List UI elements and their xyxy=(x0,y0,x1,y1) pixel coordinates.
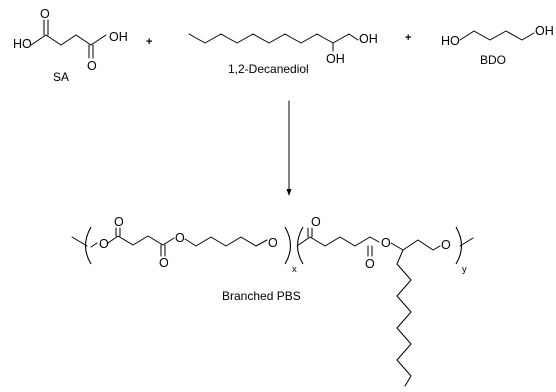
pbs-unit-x-entry-bond xyxy=(90,242,98,248)
sa-right-hydroxyl: OH xyxy=(109,30,128,44)
pbs-repeat-x-subscript: x xyxy=(292,264,297,275)
bdo-right-hydroxyl: OH xyxy=(535,24,554,38)
pbs-succinate-chain-1 xyxy=(107,235,175,246)
pbs-succinate-chain-2 xyxy=(296,236,380,247)
bdo-left-hydroxyl: HO xyxy=(441,34,460,48)
pbs-carbonyl-oxygen-2: O xyxy=(159,256,169,270)
pbs-butylene-chain xyxy=(184,236,268,247)
plus-sign-1: + xyxy=(146,36,152,48)
decanediol-structure: OH OH 1,2-Decanediol xyxy=(188,32,378,76)
pbs-unit-x-close-paren xyxy=(284,226,292,265)
pbs-octyl-side-chain xyxy=(396,249,412,387)
pbs-ester-oxygen-1: O xyxy=(99,237,109,251)
reaction-arrow-head xyxy=(286,189,292,196)
pbs-ester-oxygen-5: O xyxy=(441,238,451,252)
decanediol-label: 1,2-Decanediol xyxy=(228,62,309,76)
bdo-label: BDO xyxy=(480,53,506,67)
pbs-unit-y-close-paren xyxy=(455,226,463,265)
sa-carbonyl-oxygen-1: O xyxy=(40,7,50,21)
pbs-carbonyl-oxygen-3: O xyxy=(311,215,321,229)
succinic-acid-structure: HO O O OH SA xyxy=(13,7,128,84)
pbs-right-end-bond xyxy=(459,237,474,247)
pbs-carbonyl-oxygen-4: O xyxy=(365,257,375,271)
decanediol-primary-hydroxyl: OH xyxy=(359,32,378,46)
decanediol-carbon-chain xyxy=(188,33,359,44)
sa-carbonyl-oxygen-2: O xyxy=(87,59,97,73)
pbs-carbonyl-oxygen-1: O xyxy=(114,215,124,229)
product-label: Branched PBS xyxy=(222,289,301,303)
pbs-repeat-y-subscript: y xyxy=(462,264,467,275)
pbs-ester-oxygen-4: O xyxy=(381,236,391,250)
branched-pbs-structure: O O O O O x O O O O y xyxy=(71,215,474,387)
pbs-unit-x-open-paren xyxy=(84,226,92,265)
bdo-carbon-chain xyxy=(459,30,535,41)
decanediol-secondary-hydroxyl: OH xyxy=(326,52,345,66)
pbs-ester-oxygen-3: O xyxy=(268,236,278,250)
sa-left-hydroxyl: HO xyxy=(13,37,32,51)
sa-label: SA xyxy=(53,70,69,84)
reaction-arrow xyxy=(286,100,292,196)
sa-carbon-chain xyxy=(30,34,107,46)
plus-sign-2: + xyxy=(405,32,411,44)
butanediol-structure: HO OH BDO xyxy=(441,24,554,67)
pbs-decanediol-backbone xyxy=(390,239,441,251)
pbs-ester-oxygen-2: O xyxy=(175,231,185,245)
pbs-left-end-bond xyxy=(71,236,88,247)
